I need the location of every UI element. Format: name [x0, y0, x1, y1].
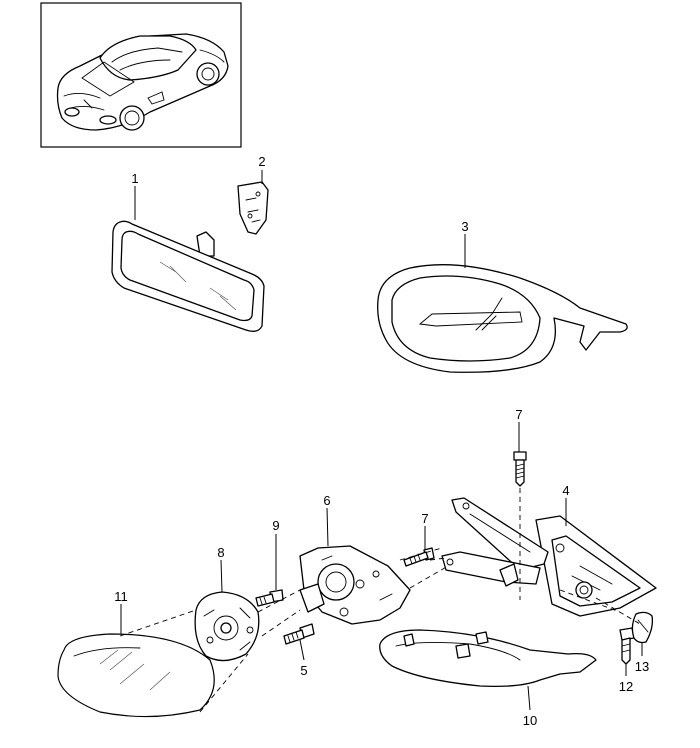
part-5-screw	[283, 623, 315, 645]
callout-labels: 1 2 3 4 5 6 7 7 8 9 10 11 12 13	[114, 154, 649, 728]
mirror-arm-bracket	[441, 497, 549, 587]
part-12-screw	[619, 627, 635, 665]
part-9-screw	[255, 589, 284, 607]
part-2-mirror-cover	[237, 181, 269, 235]
part-7-screw-upper	[513, 451, 527, 600]
part-4-mirror-base	[535, 515, 657, 617]
callout-4: 4	[562, 483, 569, 498]
leader-lines	[120, 170, 643, 711]
part-13-clip	[631, 611, 654, 644]
part-8-adjuster	[194, 591, 260, 662]
part-6-carrier-plate	[299, 545, 411, 625]
part-3-outside-mirror	[377, 264, 628, 373]
callout-5: 5	[300, 663, 307, 678]
part-1-interior-mirror	[111, 220, 265, 332]
callout-11: 11	[114, 589, 128, 604]
callout-13: 13	[635, 659, 649, 674]
part-11-mirror-glass	[57, 633, 215, 718]
callout-10: 10	[523, 713, 537, 728]
callout-6: 6	[323, 493, 330, 508]
callout-1: 1	[131, 171, 138, 186]
callout-7-side: 7	[421, 511, 428, 526]
callout-3: 3	[461, 219, 468, 234]
part-7-screw-side	[403, 547, 435, 567]
part-10-lower-cover	[379, 629, 597, 688]
callout-2: 2	[258, 154, 265, 169]
vehicle-thumbnail	[40, 2, 242, 148]
callout-8: 8	[217, 545, 224, 560]
callout-7-upper: 7	[515, 407, 522, 422]
assembly-lines	[119, 547, 641, 713]
callout-12: 12	[619, 679, 633, 694]
callout-9: 9	[272, 518, 279, 533]
